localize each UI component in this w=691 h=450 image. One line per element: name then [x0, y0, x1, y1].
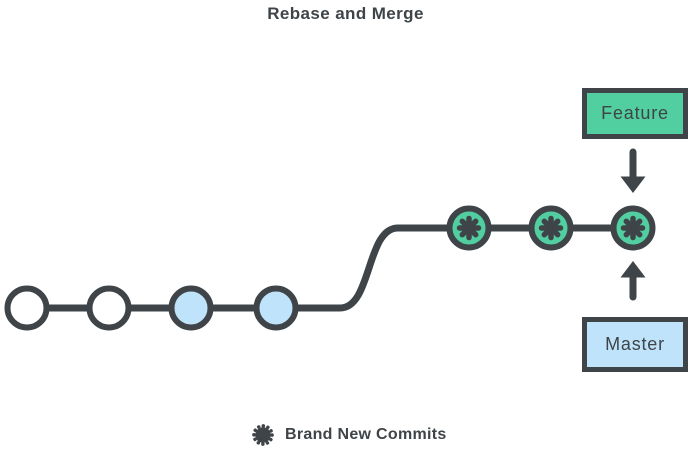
commit-node-master-3 — [168, 285, 214, 331]
arrow-down-icon — [620, 148, 646, 193]
commit-node-master-4 — [253, 285, 299, 331]
feature-branch-label: Feature — [601, 103, 669, 123]
new-commit-seal-icon — [252, 424, 274, 446]
new-commit-star-icon — [620, 215, 646, 241]
seal-core — [255, 427, 271, 443]
legend: Brand New Commits — [250, 422, 447, 448]
master-branch-badge: Master — [582, 317, 688, 372]
new-commit-star-icon — [538, 215, 564, 241]
branch-rail-path — [23, 224, 637, 312]
arrow-up-icon — [620, 261, 646, 301]
commit-nodes — [4, 205, 656, 331]
arrow-down-head — [620, 176, 646, 193]
commit-node-master-1 — [4, 285, 50, 331]
master-branch-label: Master — [605, 334, 665, 354]
diagram-title: Rebase and Merge — [267, 4, 424, 23]
arrow-up-head — [620, 261, 646, 278]
legend-label: Brand New Commits — [285, 426, 447, 443]
commit-node-master-2 — [86, 285, 132, 331]
feature-branch-badge: Feature — [582, 88, 688, 139]
new-commit-star-icon — [456, 215, 482, 241]
seal-ring — [252, 424, 274, 446]
